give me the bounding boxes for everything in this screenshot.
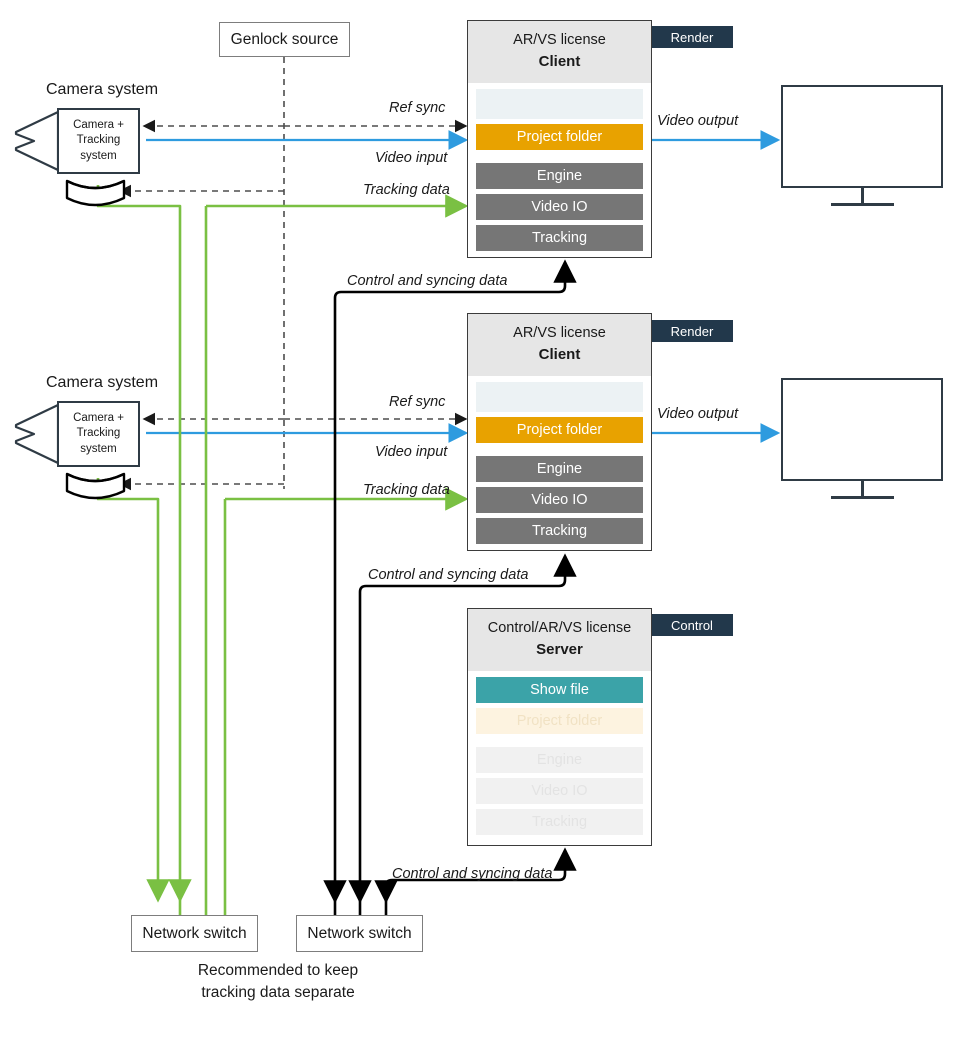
server-row-gap [476, 739, 643, 747]
client-1-row-gap [476, 155, 643, 163]
client-1[interactable]: AR/VS license Client Project folder Engi… [467, 20, 652, 258]
server-license: Control/AR/VS license [487, 620, 632, 636]
genlock-source-box[interactable]: Genlock source [219, 22, 350, 57]
camera-body-line-2: Tracking [76, 134, 121, 147]
label-ref-sync-2: Ref sync [389, 394, 446, 410]
network-switch-control-label: Network switch [307, 924, 412, 942]
badge-render-1-label: Render [670, 29, 714, 45]
server-row-show-file[interactable]: Show file [476, 676, 643, 703]
client-2-row-engine[interactable]: Engine [476, 455, 643, 482]
camera-body-line-2: Tracking [76, 427, 121, 440]
wire-tracking-2-to-client2 [223, 487, 469, 916]
client-1-role: Client [538, 53, 581, 71]
client-2-row-project-folder[interactable]: Project folder [476, 416, 643, 443]
genlock-source-label: Genlock source [230, 30, 339, 48]
camera-body-line-1: Camera + [73, 119, 124, 132]
label-video-input-1: Video input [375, 150, 448, 166]
wire-tracking-cam1-down [96, 185, 182, 916]
camera-tracking-system-2[interactable]: Camera + Tracking system [57, 401, 140, 467]
monitor-1-neck [861, 188, 864, 205]
label-video-output-1: Video output [657, 113, 739, 129]
server-row-engine[interactable]: Engine [476, 746, 643, 773]
client-1-row-engine[interactable]: Engine [476, 162, 643, 189]
badge-render-2-label: Render [670, 323, 714, 339]
label-tracking-data-2: Tracking data [363, 482, 450, 498]
client-1-row-video-io[interactable]: Video IO [476, 193, 643, 220]
network-switch-tracking-label: Network switch [142, 924, 247, 942]
client-2-row-gap [476, 448, 643, 456]
client-1-header: AR/VS license Client [468, 21, 651, 83]
badge-render-1: Render [651, 26, 733, 48]
badge-render-2: Render [651, 320, 733, 342]
server-rows: Show file Project folder Engine Video IO… [468, 671, 651, 842]
client-2[interactable]: AR/VS license Client Project folder Engi… [467, 313, 652, 551]
footnote: Recommended to keep tracking data separa… [113, 960, 443, 1005]
footnote-line-1: Recommended to keep [197, 962, 359, 979]
network-switch-tracking[interactable]: Network switch [131, 915, 258, 952]
server-header: Control/AR/VS license Server [468, 609, 651, 671]
client-2-rows: Project folder Engine Video IO Tracking [468, 376, 651, 551]
camera-body-line-1: Camera + [73, 412, 124, 425]
client-2-license: AR/VS license [513, 325, 606, 341]
server[interactable]: Control/AR/VS license Server Show file P… [467, 608, 652, 846]
server-row-tracking[interactable]: Tracking [476, 808, 643, 835]
footnote-line-2: tracking data separate [201, 984, 355, 1002]
label-video-output-2: Video output [657, 406, 739, 422]
wire-control-arrowheads-switch [323, 880, 398, 904]
label-ref-sync-1: Ref sync [389, 100, 446, 116]
server-row-video-io[interactable]: Video IO [476, 777, 643, 804]
monitor-1-foot [831, 203, 894, 206]
badge-control-label: Control [671, 617, 713, 633]
label-control-sync-1: Control and syncing data [347, 273, 508, 289]
server-role: Server [536, 641, 583, 659]
network-switch-control[interactable]: Network switch [296, 915, 423, 952]
monitor-2-screen [781, 378, 943, 481]
tracking-sensor-icon-1 [65, 179, 126, 207]
client-1-row-empty[interactable] [476, 88, 643, 119]
client-1-row-project-folder[interactable]: Project folder [476, 123, 643, 150]
label-control-sync-3: Control and syncing data [392, 866, 553, 882]
camera-system-1-title: Camera system [46, 81, 159, 98]
camera-system-2-title: Camera system [46, 374, 159, 391]
label-video-input-2: Video input [375, 444, 448, 460]
client-1-license: AR/VS license [513, 32, 606, 48]
tracking-sensor-icon-2 [65, 472, 126, 500]
camera-lens-icon-2 [14, 403, 60, 465]
label-tracking-data-1: Tracking data [363, 182, 450, 198]
label-control-sync-2: Control and syncing data [368, 567, 529, 583]
camera-body-line-3: system [80, 442, 117, 455]
monitor-1-screen [781, 85, 943, 188]
monitor-2-neck [861, 481, 864, 498]
client-2-row-video-io[interactable]: Video IO [476, 486, 643, 513]
client-2-role: Client [538, 346, 581, 364]
wire-control-server [384, 847, 577, 916]
camera-body-line-3: system [80, 149, 117, 162]
client-1-rows: Project folder Engine Video IO Tracking [468, 83, 651, 258]
client-2-header: AR/VS license Client [468, 314, 651, 376]
server-row-project-folder[interactable]: Project folder [476, 707, 643, 734]
wire-tracking-1-to-client1 [204, 194, 469, 916]
badge-control: Control [651, 614, 733, 636]
monitor-2-foot [831, 496, 894, 499]
camera-lens-icon-1 [14, 110, 60, 172]
wire-tracking-cam2-down [96, 478, 170, 903]
client-2-row-tracking[interactable]: Tracking [476, 517, 643, 544]
client-1-row-tracking[interactable]: Tracking [476, 224, 643, 251]
camera-tracking-system-1[interactable]: Camera + Tracking system [57, 108, 140, 174]
client-2-row-empty[interactable] [476, 381, 643, 412]
